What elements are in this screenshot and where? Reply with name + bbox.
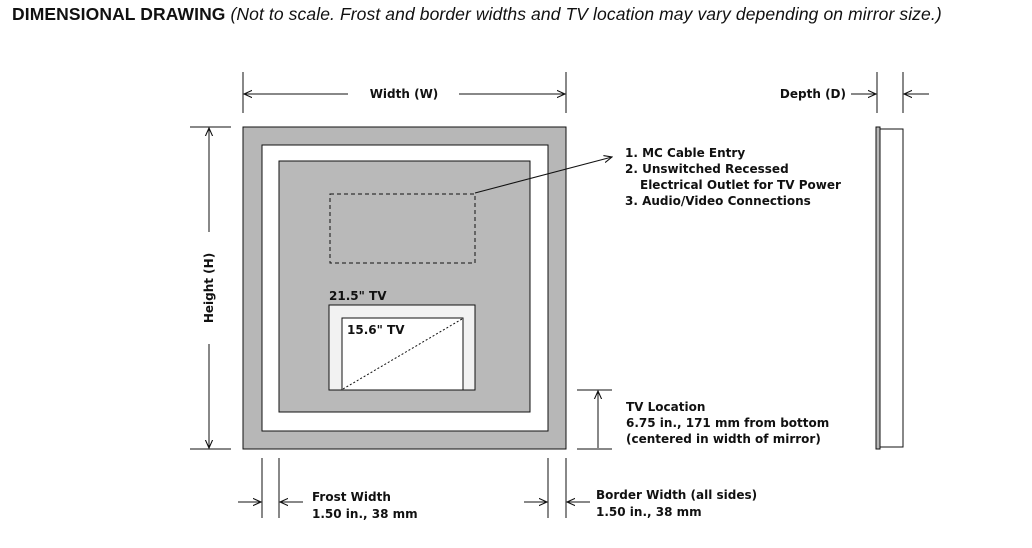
tvloc-line1: 6.75 in., 171 mm from bottom	[626, 416, 829, 430]
tvloc-line2: (centered in width of mirror)	[626, 432, 821, 446]
mirror-side-back	[879, 128, 904, 448]
connection-item-2: 2. Unswitched Recessed	[625, 162, 789, 176]
heading-note: (Not to scale. Frost and border widths a…	[230, 4, 942, 24]
height-label: Height (H)	[202, 253, 216, 323]
border-title: Border Width (all sides)	[596, 488, 757, 502]
tv-21-label: 21.5" TV	[329, 289, 387, 303]
connection-item-2-cont: Electrical Outlet for TV Power	[640, 178, 841, 192]
tv-diagonal	[342, 318, 463, 390]
tvloc-title: TV Location	[626, 400, 705, 414]
frost-value: 1.50 in., 38 mm	[312, 507, 418, 521]
mirror-side-glass	[875, 126, 881, 450]
heading-title: DIMENSIONAL DRAWING	[12, 4, 226, 24]
frost-title: Frost Width	[312, 490, 391, 504]
depth-label: Depth (D)	[780, 87, 846, 101]
width-label: Width (W)	[370, 87, 439, 101]
connection-item-1: 1. MC Cable Entry	[625, 146, 745, 160]
diagram-heading: DIMENSIONAL DRAWING (Not to scale. Frost…	[12, 4, 942, 25]
connection-box	[329, 193, 476, 264]
border-value: 1.50 in., 38 mm	[596, 505, 702, 519]
connection-leader	[474, 157, 612, 194]
tv-15-label: 15.6" TV	[347, 323, 405, 337]
connection-item-3: 3. Audio/Video Connections	[625, 194, 811, 208]
